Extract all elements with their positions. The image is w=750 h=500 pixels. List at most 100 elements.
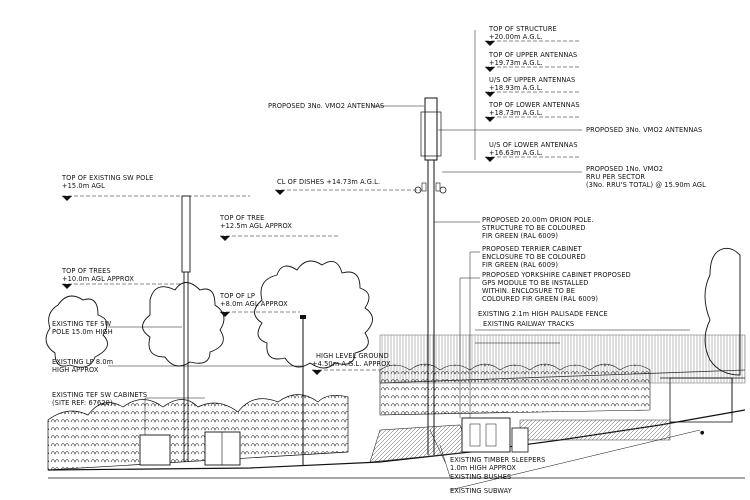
- svg-text:U/S OF UPPER ANTENNAS: U/S OF UPPER ANTENNAS: [489, 76, 575, 84]
- svg-text:WITHIN. ENCLOSURE TO BE: WITHIN. ENCLOSURE TO BE: [482, 287, 575, 295]
- label-line: PROPOSED TERRIER CABINET: [482, 245, 583, 253]
- level-marker-high-ground: [312, 369, 380, 375]
- level-marker-us-lower-antennas: [485, 156, 580, 162]
- svg-text:POLE 15.0m HIGH: POLE 15.0m HIGH: [52, 328, 113, 336]
- tree-large-centre: [254, 260, 373, 369]
- svg-text:EXISTING TEF SW CABINETS: EXISTING TEF SW CABINETS: [52, 391, 147, 399]
- label-line: +8.0m AGL APPROX: [220, 300, 288, 308]
- tree-left-canopy: [45, 282, 225, 368]
- label-cl-dishes: CL OF DISHES +14.73m A.G.L.: [277, 178, 380, 186]
- svg-text:COLOURED FIR GREEN (RAL 6009): COLOURED FIR GREEN (RAL 6009): [482, 295, 598, 303]
- label-line: PROPOSED YORKSHIRE CABINET PROPOSED: [482, 271, 631, 279]
- svg-text:+19.73m A.G.L.: +19.73m A.G.L.: [489, 59, 543, 67]
- label-line: HIGH APPROX: [52, 366, 99, 374]
- svg-text:TOP OF UPPER ANTENNAS: TOP OF UPPER ANTENNAS: [488, 51, 577, 59]
- svg-text:U/S OF LOWER ANTENNAS: U/S OF LOWER ANTENNAS: [489, 141, 578, 149]
- label-line: TOP OF LOWER ANTENNAS: [488, 101, 580, 109]
- label-top-lower-antennas: TOP OF LOWER ANTENNAS +18.73m A.G.L.: [488, 101, 580, 117]
- timber-sleepers: [369, 419, 671, 463]
- label-bushes: EXISTING BUSHES: [450, 473, 511, 481]
- svg-text:TOP OF LP: TOP OF LP: [219, 292, 255, 300]
- svg-text:+4.50m A.G.L. APPROX: +4.50m A.G.L. APPROX: [312, 360, 391, 368]
- label-line: TOP OF LP: [219, 292, 255, 300]
- label-line: PROPOSED 1No. VMO2: [586, 165, 663, 173]
- label-line: +20.00m A.G.L.: [489, 33, 543, 41]
- label-top-upper-antennas: TOP OF UPPER ANTENNAS +19.73m A.G.L.: [488, 51, 577, 67]
- label-line: +18.93m A.G.L.: [489, 84, 543, 92]
- svg-text:PROPOSED TERRIER CABINET: PROPOSED TERRIER CABINET: [482, 245, 583, 253]
- label-subway: EXISTING SUBWAY: [450, 487, 513, 495]
- level-marker-top-existing-sw-pole: [62, 195, 250, 201]
- svg-text:EXISTING LP 8.0m: EXISTING LP 8.0m: [52, 358, 113, 366]
- label-palisade-fence: EXISTING 2.1m HIGH PALISADE FENCE: [478, 310, 608, 318]
- svg-text:TOP OF STRUCTURE: TOP OF STRUCTURE: [488, 25, 557, 33]
- svg-text:RRU PER SECTOR: RRU PER SECTOR: [586, 173, 645, 181]
- svg-text:TOP OF EXISTING SW POLE: TOP OF EXISTING SW POLE: [61, 174, 153, 182]
- svg-text:STRUCTURE TO BE COLOURED: STRUCTURE TO BE COLOURED: [482, 224, 586, 232]
- label-line: PROPOSED 20.00m ORION POLE.: [482, 216, 594, 224]
- svg-text:FIR GREEN (RAL 6009): FIR GREEN (RAL 6009): [482, 261, 558, 269]
- svg-text:TOP OF TREE: TOP OF TREE: [219, 214, 264, 222]
- label-line: RRU PER SECTOR: [586, 173, 645, 181]
- svg-text:HIGH APPROX: HIGH APPROX: [52, 366, 99, 374]
- label-line: U/S OF UPPER ANTENNAS: [489, 76, 575, 84]
- svg-text:TOP OF LOWER ANTENNAS: TOP OF LOWER ANTENNAS: [488, 101, 580, 109]
- subway-pointer-dot: ●: [700, 430, 705, 436]
- level-marker-top-lp: [220, 311, 300, 317]
- level-marker-us-upper-antennas: [485, 91, 580, 97]
- label-yorkshire-cabinet: PROPOSED YORKSHIRE CABINET PROPOSED GPS …: [482, 271, 631, 303]
- svg-text:+10.0m AGL APPROX: +10.0m AGL APPROX: [62, 275, 134, 283]
- svg-text:ENCLOSURE TO BE COLOURED: ENCLOSURE TO BE COLOURED: [482, 253, 586, 261]
- svg-text:TOP OF TREES: TOP OF TREES: [61, 267, 111, 275]
- level-marker-top-structure: [485, 40, 580, 46]
- label-existing-tef-cabinets: EXISTING TEF SW CABINETS (SITE REF: 6762…: [52, 391, 147, 407]
- label-line: WITHIN. ENCLOSURE TO BE: [482, 287, 575, 295]
- svg-text:+20.00m A.G.L.: +20.00m A.G.L.: [489, 33, 543, 41]
- label-top-existing-sw-pole: TOP OF EXISTING SW POLE +15.0m AGL: [61, 174, 153, 190]
- svg-text:+16.63m A.G.L.: +16.63m A.G.L.: [489, 149, 543, 157]
- proposed-cabinets: [461, 417, 529, 453]
- label-line: (SITE REF: 67620): [52, 399, 113, 407]
- svg-text:EXISTING TIMBER SLEEPERS: EXISTING TIMBER SLEEPERS: [450, 456, 545, 464]
- label-existing-tef-sw-pole: EXISTING TEF SW POLE 15.0m HIGH: [52, 320, 113, 336]
- existing-tef-cabinets: [139, 431, 241, 466]
- label-top-tree: TOP OF TREE +12.5m AGL APPROX: [219, 214, 292, 230]
- leader-lines: [108, 105, 701, 491]
- label-line: COLOURED FIR GREEN (RAL 6009): [482, 295, 598, 303]
- level-marker-top-lower-antennas: [485, 116, 580, 122]
- label-line: +18.73m A.G.L.: [489, 109, 543, 117]
- label-railway-tracks: EXISTING RAILWAY TRACKS: [483, 320, 574, 328]
- svg-text:+18.73m A.G.L.: +18.73m A.G.L.: [489, 109, 543, 117]
- level-marker-cl-dishes: [275, 189, 420, 195]
- label-us-upper-antennas: U/S OF UPPER ANTENNAS +18.93m A.G.L.: [489, 76, 575, 92]
- label-rru: PROPOSED 1No. VMO2 RRU PER SECTOR (3No. …: [586, 165, 706, 189]
- existing-lamp-post: [300, 315, 306, 465]
- svg-text:HIGH LEVEL GROUND: HIGH LEVEL GROUND: [316, 352, 389, 360]
- label-orion-pole: PROPOSED 20.00m ORION POLE. STRUCTURE TO…: [482, 216, 594, 240]
- label-line: EXISTING LP 8.0m: [52, 358, 113, 366]
- label-existing-lp: EXISTING LP 8.0m HIGH APPROX: [52, 358, 113, 374]
- label-line: ENCLOSURE TO BE COLOURED: [482, 253, 586, 261]
- label-top-structure: TOP OF STRUCTURE +20.00m A.G.L.: [488, 25, 557, 41]
- svg-text:PROPOSED 20.00m ORION POLE.: PROPOSED 20.00m ORION POLE.: [482, 216, 594, 224]
- label-line: GPS MODULE TO BE INSTALLED: [482, 279, 588, 287]
- svg-text:+18.93m A.G.L.: +18.93m A.G.L.: [489, 84, 543, 92]
- label-line: EXISTING TEF SW: [52, 320, 112, 328]
- label-line: POLE 15.0m HIGH: [52, 328, 113, 336]
- label-line: U/S OF LOWER ANTENNAS: [489, 141, 578, 149]
- label-line: FIR GREEN (RAL 6009): [482, 261, 558, 269]
- label-line: TOP OF STRUCTURE: [488, 25, 557, 33]
- label-line: +19.73m A.G.L.: [489, 59, 543, 67]
- label-top-lp: TOP OF LP +8.0m AGL APPROX: [219, 292, 288, 308]
- label-timber-sleepers: EXISTING TIMBER SLEEPERS 1.0m HIGH APPRO…: [450, 456, 545, 472]
- svg-text:GPS MODULE TO BE INSTALLED: GPS MODULE TO BE INSTALLED: [482, 279, 588, 287]
- svg-text:+12.5m AGL APPROX: +12.5m AGL APPROX: [220, 222, 292, 230]
- label-proposed-antennas-left: PROPOSED 3No. VMO2 ANTENNAS: [268, 102, 384, 110]
- svg-text:(3No. RRU'S TOTAL) @ 15.90m AG: (3No. RRU'S TOTAL) @ 15.90m AGL: [586, 181, 706, 189]
- svg-text:EXISTING TEF SW: EXISTING TEF SW: [52, 320, 112, 328]
- svg-text:PROPOSED 1No. VMO2: PROPOSED 1No. VMO2: [586, 165, 663, 173]
- svg-text:+8.0m AGL APPROX: +8.0m AGL APPROX: [220, 300, 288, 308]
- label-proposed-antennas-right: PROPOSED 3No. VMO2 ANTENNAS: [586, 126, 702, 134]
- svg-text:(SITE REF: 67620): (SITE REF: 67620): [52, 399, 113, 407]
